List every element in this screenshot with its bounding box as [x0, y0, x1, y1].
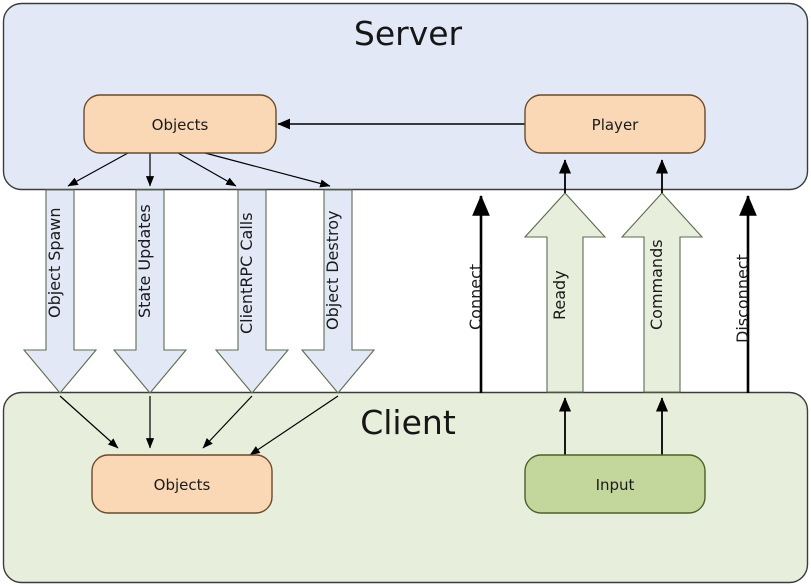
flow-arrow-ready: Ready: [523, 192, 607, 393]
node-server-objects[interactable]: Objects: [83, 94, 277, 154]
flow-arrow-commands: Commands: [620, 192, 704, 393]
flow-arrow-state-updates: State Updates: [112, 189, 188, 394]
connector-server-objects-to-client-objects: [59, 152, 339, 456]
flow-arrow-object-destroy-shape: [300, 189, 376, 394]
node-client-input[interactable]: Input: [524, 454, 706, 514]
flow-arrow-connect: Connect: [466, 194, 490, 393]
flow-label-object-spawn: Object Spawn: [45, 207, 64, 318]
flow-arrow-state-updates-shape: [112, 189, 188, 394]
server-panel-title: Server: [354, 14, 463, 53]
flow-arrow-disconnect: Disconnect: [733, 194, 757, 393]
connector-flows-to-player: [558, 159, 669, 193]
node-client-input-label: Input: [596, 476, 635, 494]
node-client-objects-box[interactable]: [91, 454, 273, 514]
connector-input-to-flows: [558, 397, 669, 455]
flow-label-state-updates: State Updates: [135, 204, 154, 318]
node-server-objects-box[interactable]: [83, 94, 277, 154]
flow-label-commands: Commands: [647, 239, 666, 330]
node-server-player[interactable]: Player: [524, 94, 706, 154]
flow-arrow-commands-shape: [620, 192, 704, 393]
flow-label-ready: Ready: [550, 270, 569, 320]
connector-destroy-top: [204, 152, 331, 188]
node-server-player-box[interactable]: [524, 94, 706, 154]
flow-label-object-destroy: Object Destroy: [323, 211, 342, 330]
flow-arrow-object-spawn: Object Spawn: [22, 189, 98, 394]
flow-label-clientrpc-calls: ClientRPC Calls: [237, 212, 256, 334]
connector-spawn-top: [67, 152, 129, 187]
flow-arrow-object-destroy: Object Destroy: [300, 189, 376, 394]
node-client-objects-label: Objects: [154, 476, 211, 494]
flow-arrow-object-spawn-shape: [22, 189, 98, 394]
flow-arrow-clientrpc-calls: ClientRPC Calls: [214, 189, 290, 394]
node-server-player-label: Player: [592, 116, 640, 134]
client-panel-title: Client: [360, 403, 456, 442]
node-client-input-box[interactable]: [524, 454, 706, 514]
flow-arrow-ready-shape: [523, 192, 607, 393]
node-client-objects[interactable]: Objects: [91, 454, 273, 514]
connector-spawn-bottom: [59, 395, 119, 449]
flow-arrow-clientrpc-calls-shape: [214, 189, 290, 394]
flow-label-disconnect: Disconnect: [733, 254, 752, 343]
connector-destroy-bottom: [249, 395, 339, 456]
connector-rpc-bottom: [202, 395, 253, 449]
flow-label-connect: Connect: [466, 264, 485, 330]
connector-rpc-top: [177, 152, 237, 187]
node-server-objects-label: Objects: [152, 116, 209, 134]
